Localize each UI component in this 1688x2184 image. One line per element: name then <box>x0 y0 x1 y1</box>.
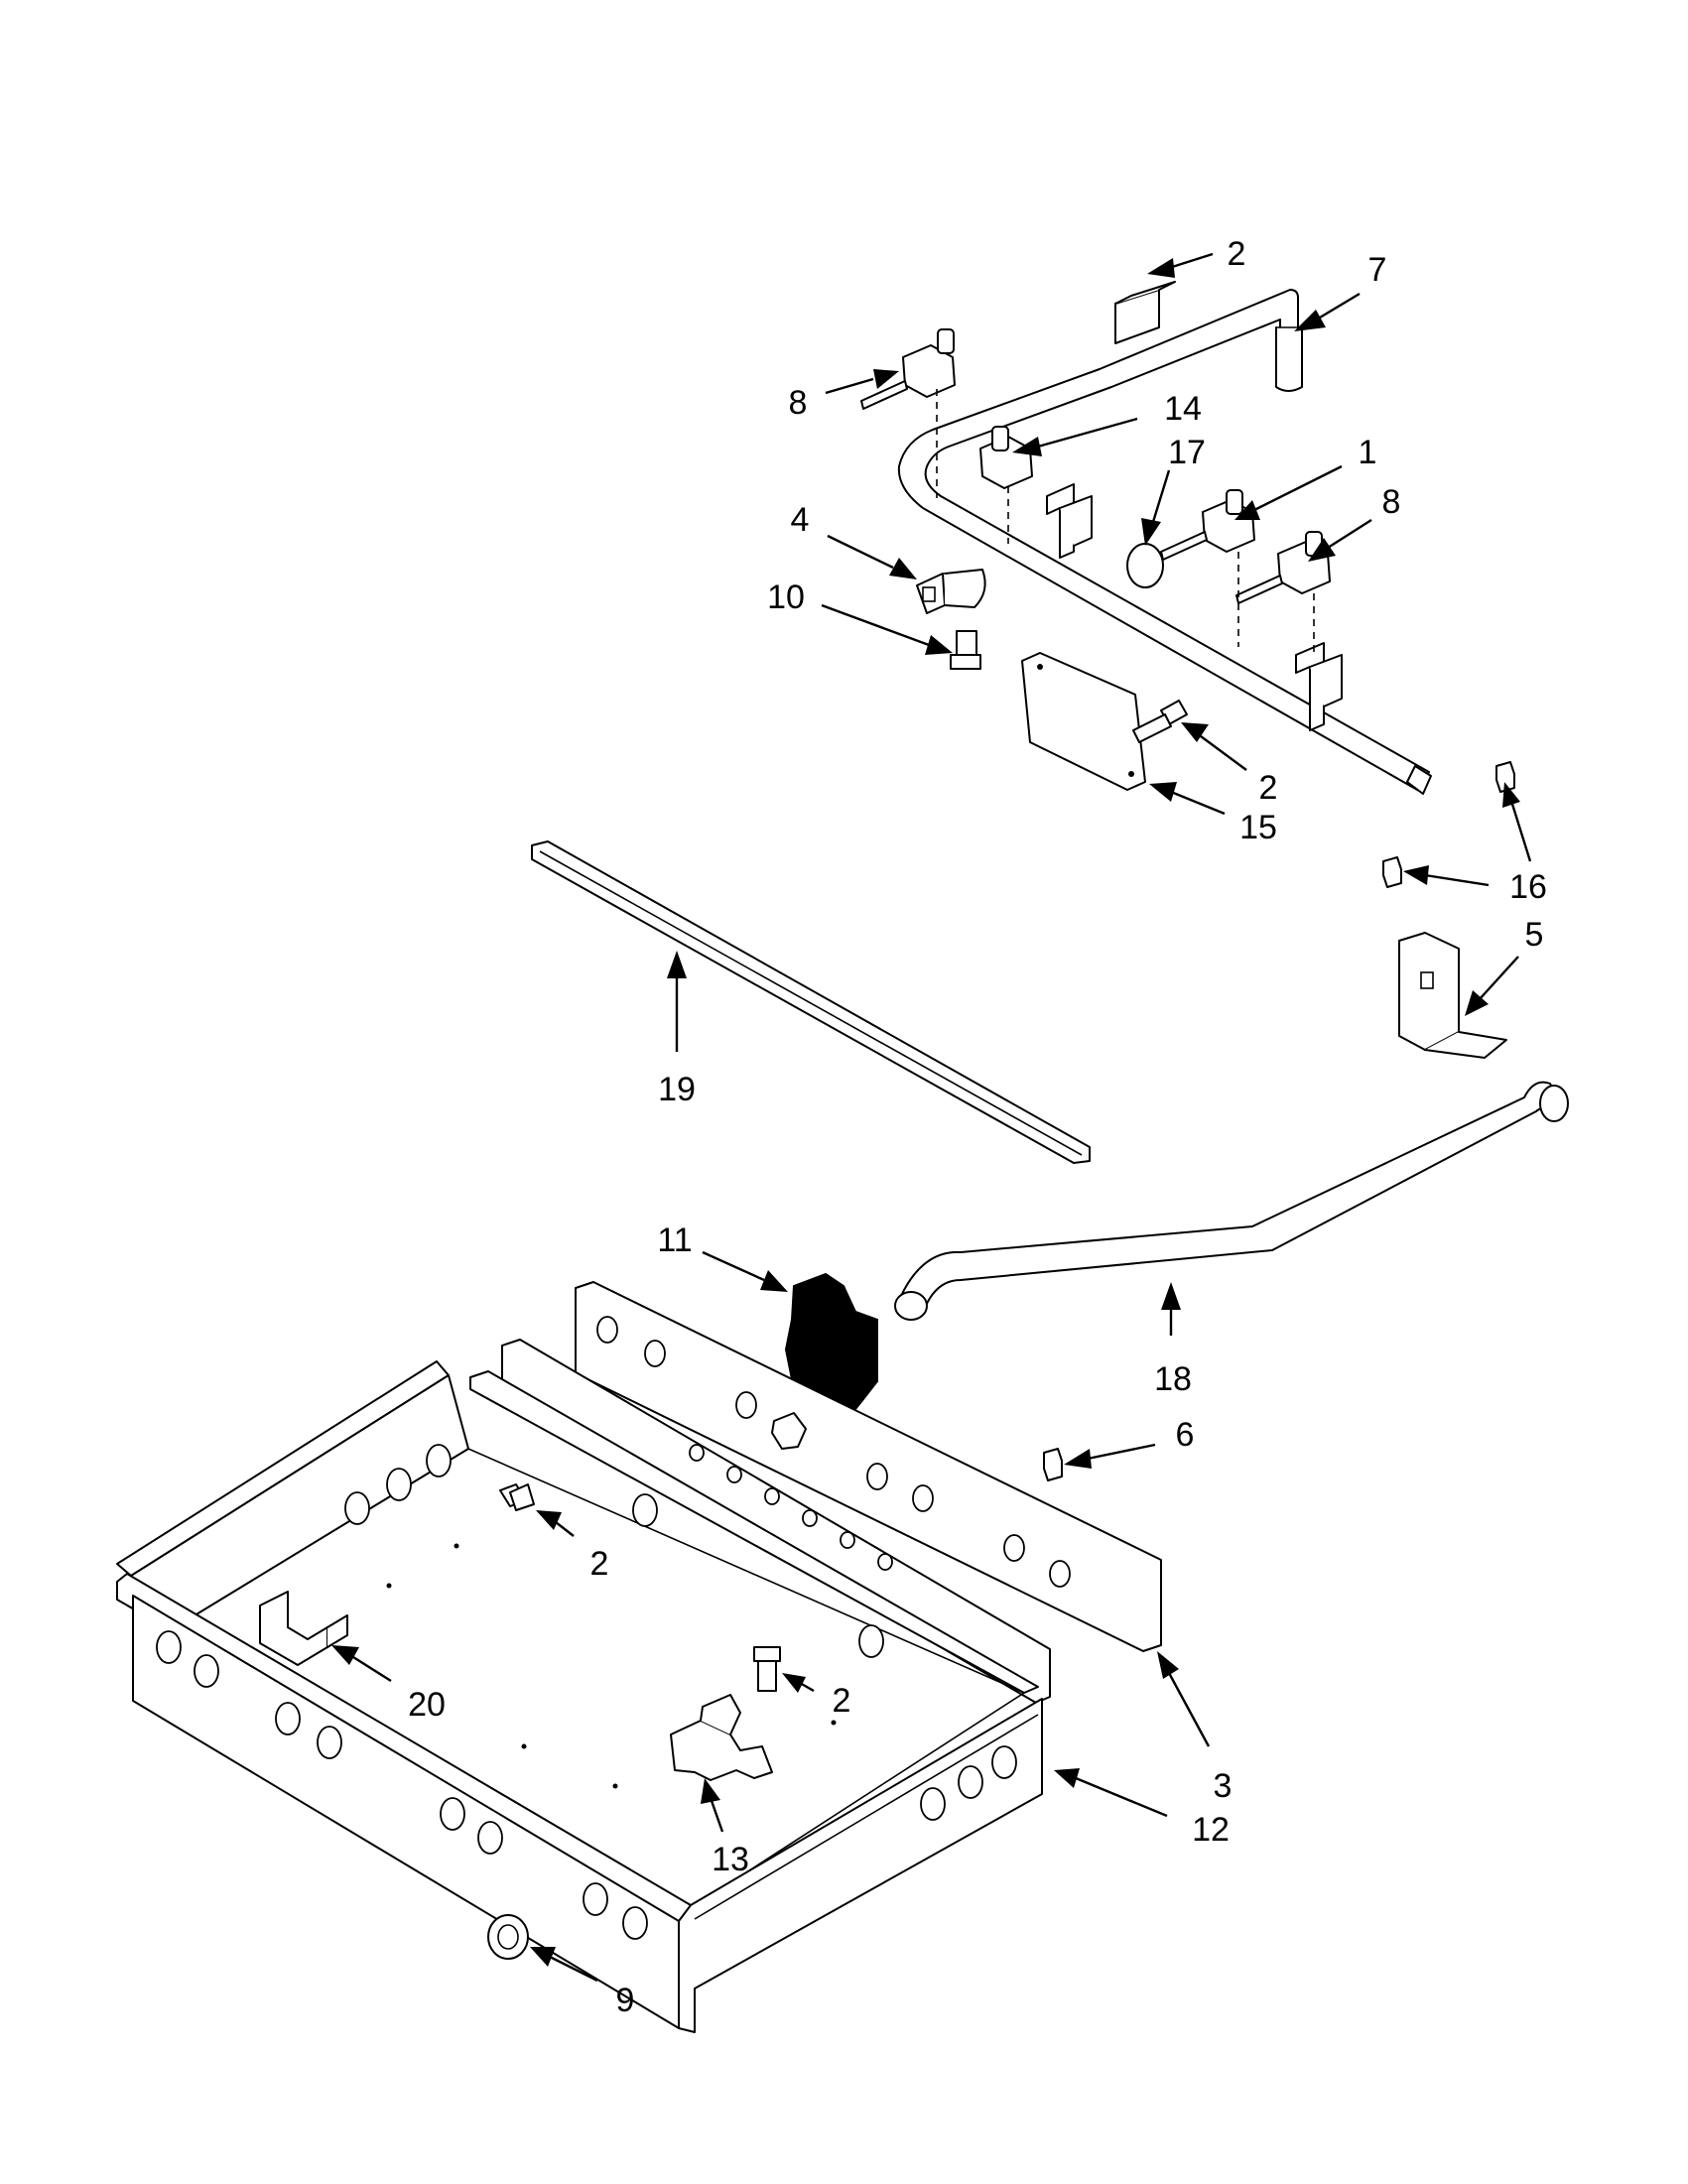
pressure-regulator <box>784 1272 878 1413</box>
nut-16-lower <box>1382 856 1402 888</box>
grommet <box>487 1914 529 1960</box>
callout-13: 13 <box>712 1841 749 1878</box>
callout-10: 10 <box>767 578 805 616</box>
support-bracket <box>1398 932 1507 1059</box>
callout-4: 4 <box>791 501 810 539</box>
valve-bracket <box>916 569 986 614</box>
callout-2-mid: 2 <box>1259 769 1278 807</box>
gas-valve-right <box>1235 531 1331 604</box>
callout-9: 9 <box>616 1982 635 2019</box>
callout-3: 3 <box>1214 1767 1233 1805</box>
callout-19: 19 <box>658 1071 696 1108</box>
floor-screw <box>753 1646 781 1692</box>
callout-2-box: 2 <box>590 1545 609 1583</box>
manifold-bracket-top <box>1114 281 1176 344</box>
box-bracket <box>259 1591 348 1666</box>
bracket-screw <box>950 630 981 670</box>
callout-17: 17 <box>1168 434 1206 471</box>
box-screw <box>499 1483 535 1511</box>
gas-valve-left <box>860 328 956 410</box>
callouts: 2 7 8 14 17 1 8 4 10 <box>331 235 1547 2019</box>
support-rail <box>531 840 1091 1164</box>
callout-15: 15 <box>1239 809 1277 846</box>
callout-6: 6 <box>1176 1416 1195 1454</box>
shield-plate <box>1021 652 1146 791</box>
callout-11: 11 <box>657 1221 692 1259</box>
nut-16-upper <box>1495 761 1515 793</box>
plate-screw <box>1132 700 1188 743</box>
callout-5: 5 <box>1525 916 1544 954</box>
manifold-pipe <box>897 289 1432 795</box>
manifold-bracket-mid <box>1046 483 1093 559</box>
orifice-fitting <box>1043 1448 1063 1481</box>
callout-8-right: 8 <box>1382 483 1401 521</box>
callout-14: 14 <box>1164 390 1202 428</box>
burner-box <box>116 1339 1051 2033</box>
manifold-bracket-right <box>1295 642 1343 731</box>
front-panel <box>575 1281 1162 1652</box>
callout-2-floor: 2 <box>833 1682 851 1720</box>
callout-12: 12 <box>1192 1811 1230 1849</box>
callout-8-left: 8 <box>789 384 808 422</box>
callout-18: 18 <box>1154 1360 1192 1398</box>
callout-1: 1 <box>1359 434 1377 471</box>
callout-20: 20 <box>408 1686 446 1724</box>
callout-7: 7 <box>1368 251 1387 289</box>
orifice-disc <box>1126 543 1164 588</box>
gas-valve-center-right <box>1160 489 1255 561</box>
gas-valve-center-left <box>979 426 1033 489</box>
callout-16: 16 <box>1509 868 1547 906</box>
gas-supply-pipe <box>894 1081 1569 1321</box>
floor-bracket <box>670 1694 773 1781</box>
callout-2-top: 2 <box>1228 235 1246 273</box>
